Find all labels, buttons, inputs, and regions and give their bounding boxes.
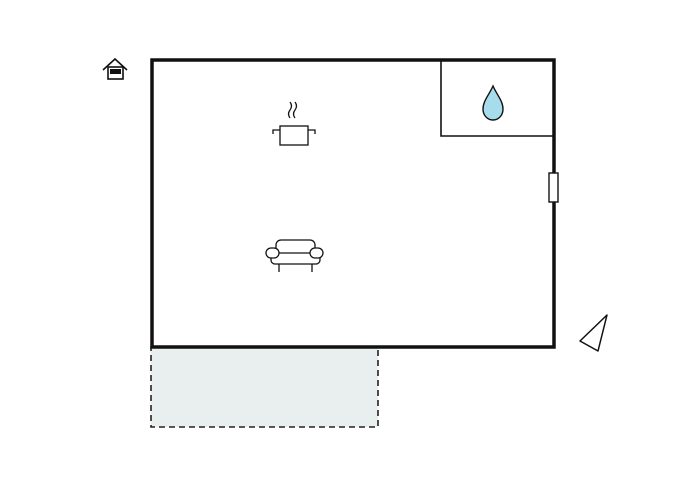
bathroom-walls [440,60,554,137]
sofa-icon [265,239,324,272]
terrace-area [150,346,379,428]
window-icon [548,172,559,203]
cooking-pot-icon [272,101,316,146]
north-arrow-icon [579,314,608,352]
house-icon [102,57,128,80]
water-drop-icon [482,84,504,121]
